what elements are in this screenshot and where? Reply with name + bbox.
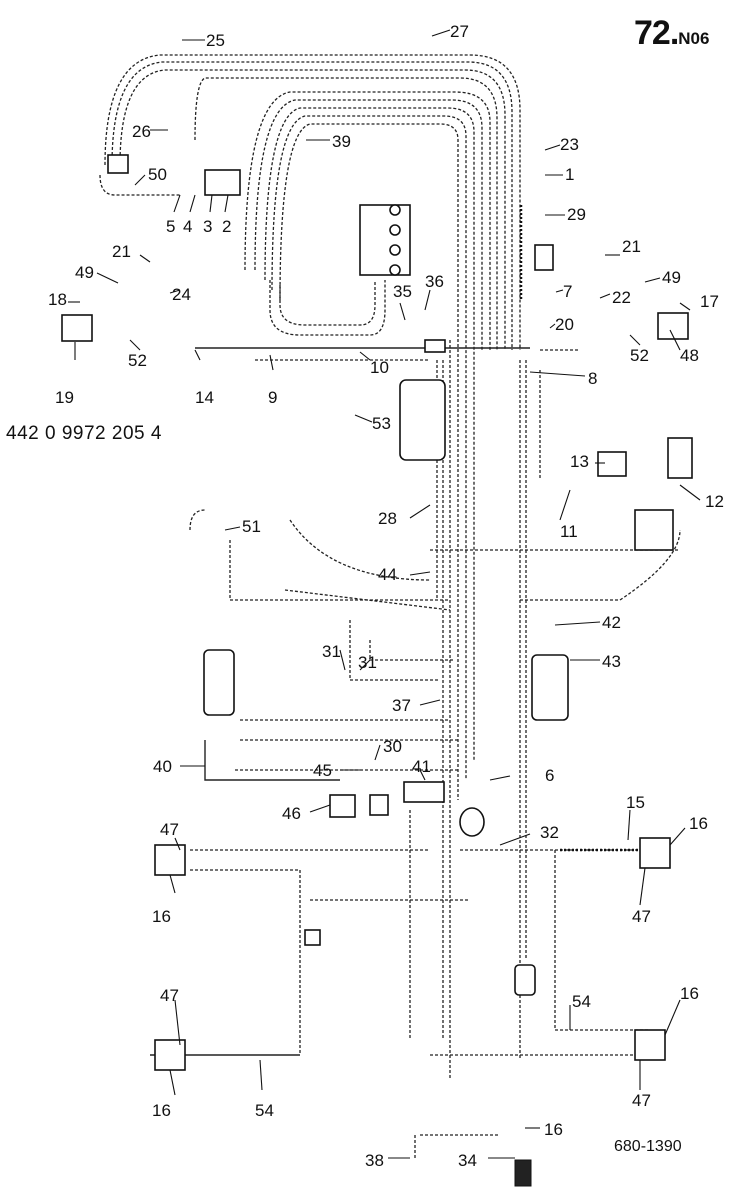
callout-16-front-left: 16 <box>152 907 171 926</box>
callout-13: 13 <box>570 452 589 471</box>
callout-53: 53 <box>372 414 391 433</box>
air-reservoir-upper <box>399 379 446 461</box>
distribution-block <box>403 781 445 803</box>
components <box>61 154 693 1187</box>
brake-valve <box>329 794 356 818</box>
page-code: 72.N06 <box>634 14 710 52</box>
air-reservoir-left <box>203 649 235 716</box>
callout-54-left: 54 <box>255 1101 274 1120</box>
callout-16-rear-right: 16 <box>680 984 699 1003</box>
callout-42: 42 <box>602 613 621 632</box>
valve-46b <box>369 794 389 816</box>
drawing-number: 680-1390 <box>614 1138 682 1155</box>
callout-31-b: 31 <box>358 653 377 672</box>
callout-45: 45 <box>313 761 332 780</box>
junction-36 <box>424 339 446 353</box>
callout-51: 51 <box>242 517 261 536</box>
callout-36: 36 <box>425 272 444 291</box>
callout-49-left: 49 <box>75 263 94 282</box>
callout-50: 50 <box>148 165 167 184</box>
callout-18: 18 <box>48 290 67 309</box>
callout-16-rear-left: 16 <box>152 1101 171 1120</box>
callout-54-right: 54 <box>572 992 591 1011</box>
callout-14: 14 <box>195 388 214 407</box>
callout-15: 15 <box>626 793 645 812</box>
leader-lines <box>68 29 701 1159</box>
callout-7: 7 <box>563 282 572 301</box>
callout-35: 35 <box>393 282 412 301</box>
pressure-switch <box>534 244 554 271</box>
callout-33: 34 <box>458 1151 477 1170</box>
callout-49-right: 49 <box>662 268 681 287</box>
callout-28: 28 <box>378 509 397 528</box>
upper-pipe-bundle <box>99 54 521 800</box>
callout-47-front-right: 47 <box>632 907 651 926</box>
callout-24: 24 <box>172 285 191 304</box>
callout-32: 32 <box>540 823 559 842</box>
callout-43: 43 <box>602 652 621 671</box>
callout-4: 4 <box>183 217 192 236</box>
control-valve-group <box>634 509 674 551</box>
callout-30: 30 <box>383 737 402 756</box>
callout-46: 46 <box>282 804 301 823</box>
callout-48: 48 <box>680 346 699 365</box>
relay-valve <box>459 807 485 837</box>
valve-block-upper-left <box>107 154 129 174</box>
callout-3: 3 <box>203 217 212 236</box>
callout-29: 29 <box>567 205 586 224</box>
callout-34: 38 <box>365 1151 384 1170</box>
callout-41: 41 <box>412 757 431 776</box>
compressor-tank <box>667 437 693 479</box>
brake-cylinder-rear-right <box>634 1029 666 1061</box>
callout-31-a: 31 <box>322 642 341 661</box>
callout-5: 5 <box>166 217 175 236</box>
air-reservoir-right <box>531 654 569 721</box>
callout-47-rear-left: 47 <box>160 986 179 1005</box>
callout-2: 2 <box>222 217 231 236</box>
callout-22: 22 <box>612 288 631 307</box>
callout-38: 16 <box>544 1120 563 1139</box>
callout-12: 12 <box>705 492 724 511</box>
callout-26: 26 <box>132 122 151 141</box>
callout-39: 39 <box>332 132 351 151</box>
brake-cylinder-front-right <box>639 837 671 869</box>
part-number: 442 0 9972 205 4 <box>6 423 162 444</box>
callout-21-right: 21 <box>622 237 641 256</box>
callout-40: 40 <box>153 757 172 776</box>
brake-chamber-right <box>657 312 689 340</box>
callout-37: 37 <box>392 696 411 715</box>
callout-52-left: 52 <box>128 351 147 370</box>
callout-47-rear-right: 47 <box>632 1091 651 1110</box>
brake-cylinder-front-left <box>154 844 186 876</box>
callout-20: 20 <box>555 315 574 334</box>
callout-52-right: 52 <box>630 346 649 365</box>
brake-chamber-left <box>61 314 93 342</box>
callout-1: 1 <box>565 165 574 184</box>
callout-23: 23 <box>560 135 579 154</box>
coupling-head <box>514 1159 532 1187</box>
callout-47-front-left: 47 <box>160 820 179 839</box>
callout-19: 19 <box>55 388 74 407</box>
pressure-regulator <box>204 169 241 196</box>
callout-27: 27 <box>450 22 469 41</box>
callout-25: 25 <box>206 31 225 50</box>
valve-manifold <box>359 204 411 276</box>
callout-11: 11 <box>560 522 578 541</box>
callout-44: 44 <box>378 565 397 584</box>
callout-10: 10 <box>370 358 389 377</box>
callout-17: 17 <box>700 292 719 311</box>
dryer-unit <box>597 451 627 477</box>
brake-cylinder-rear-left <box>154 1039 186 1071</box>
callout-21-left: 21 <box>112 242 131 261</box>
callout-9: 9 <box>268 388 277 407</box>
filter <box>514 964 536 996</box>
callout-6: 6 <box>545 766 554 785</box>
callout-8: 8 <box>588 369 597 388</box>
callout-labels: 25 27 26 39 23 1 50 5 4 3 2 29 21 21 49 … <box>48 22 724 1170</box>
callout-16-front-right: 16 <box>689 814 708 833</box>
